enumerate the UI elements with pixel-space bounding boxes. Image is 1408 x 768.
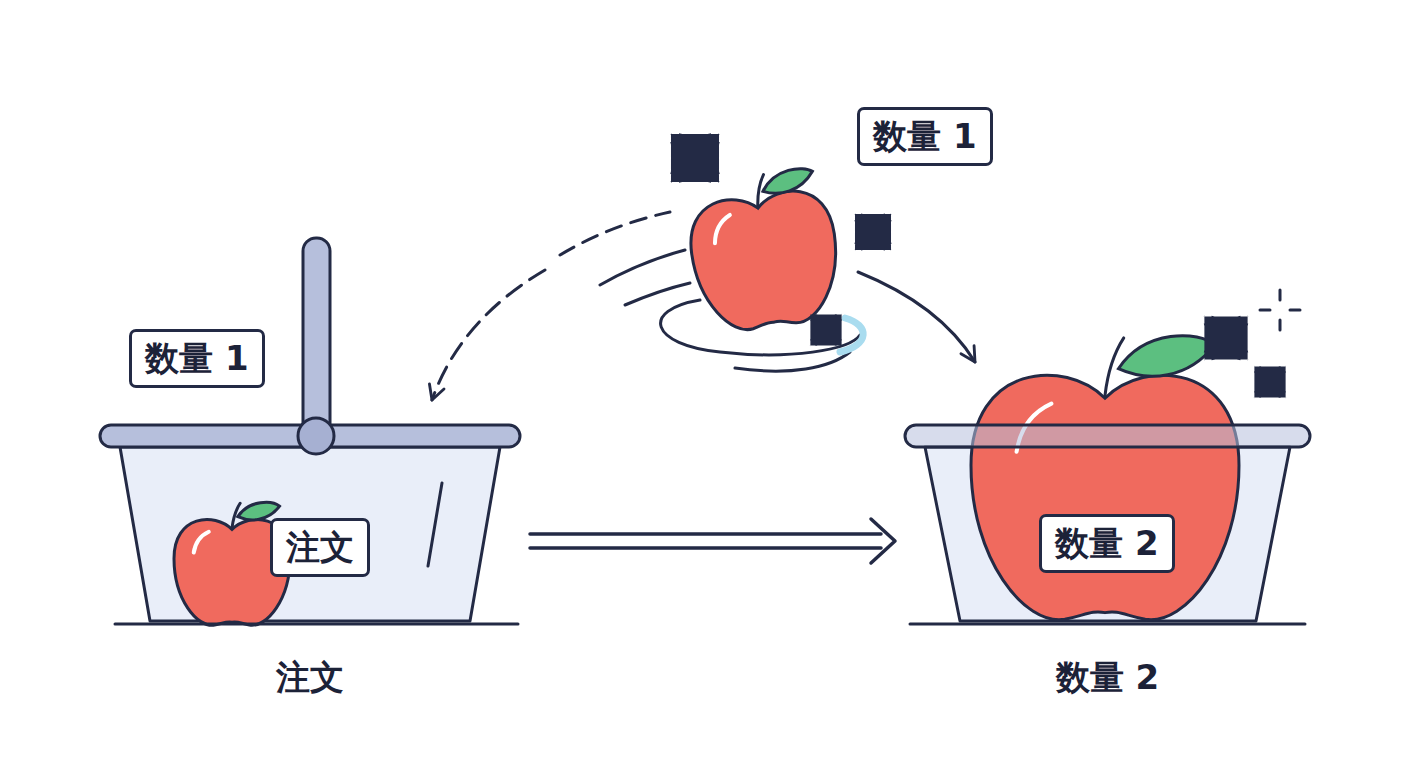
speed-line — [600, 250, 685, 285]
arrow-shaft — [530, 532, 881, 536]
label-text: 数量 2 — [1055, 523, 1159, 564]
basket-body — [120, 447, 500, 621]
basket-node: 注文注文 — [100, 425, 520, 625]
apple — [682, 165, 846, 336]
base-line — [910, 623, 1305, 626]
curved-arrow — [858, 272, 975, 362]
sparkle-ray — [1279, 290, 1282, 300]
basket-rim — [905, 425, 1310, 447]
sparkle — [675, 138, 715, 178]
base-line — [115, 623, 518, 626]
sparkle-ray — [1260, 309, 1270, 312]
sparkle — [858, 217, 888, 247]
sparkle-ray — [1290, 309, 1300, 312]
right-basket — [905, 336, 1310, 624]
double-arrow — [530, 519, 895, 563]
left-basket — [100, 238, 520, 625]
arrow-head — [871, 519, 895, 563]
label-box: 数量 1 — [857, 107, 993, 166]
orbit-swoosh — [735, 352, 850, 371]
sparkle-cross — [1260, 290, 1300, 330]
speed-line — [560, 212, 670, 255]
sparkle — [813, 317, 839, 343]
label-text: 注文 — [286, 527, 354, 568]
speed-line — [625, 283, 690, 305]
basket-caption: 注文 — [100, 657, 520, 698]
handle-knob — [298, 418, 334, 454]
label-box: 注文 — [270, 518, 370, 577]
glass-highlight — [428, 483, 442, 566]
curved-arrow — [432, 270, 545, 400]
orbit-glow — [840, 318, 863, 352]
arrow-shaft — [530, 546, 881, 550]
basket-caption: 数量 2 — [905, 657, 1310, 698]
basket-node: 数量 2数量 2 — [905, 425, 1310, 625]
flying-apple — [560, 165, 863, 371]
label-text: 数量 1 — [873, 116, 977, 157]
sparkle — [1208, 320, 1244, 356]
big-apple — [971, 336, 1239, 620]
sparkle — [1257, 369, 1283, 395]
label-box: 数量 1 — [129, 329, 265, 388]
label-text: 数量 1 — [145, 338, 249, 379]
sparkle-ray — [1279, 320, 1282, 330]
label-box: 数量 2 — [1039, 514, 1175, 573]
sparkles — [675, 138, 1283, 395]
basket-handle — [303, 238, 330, 438]
